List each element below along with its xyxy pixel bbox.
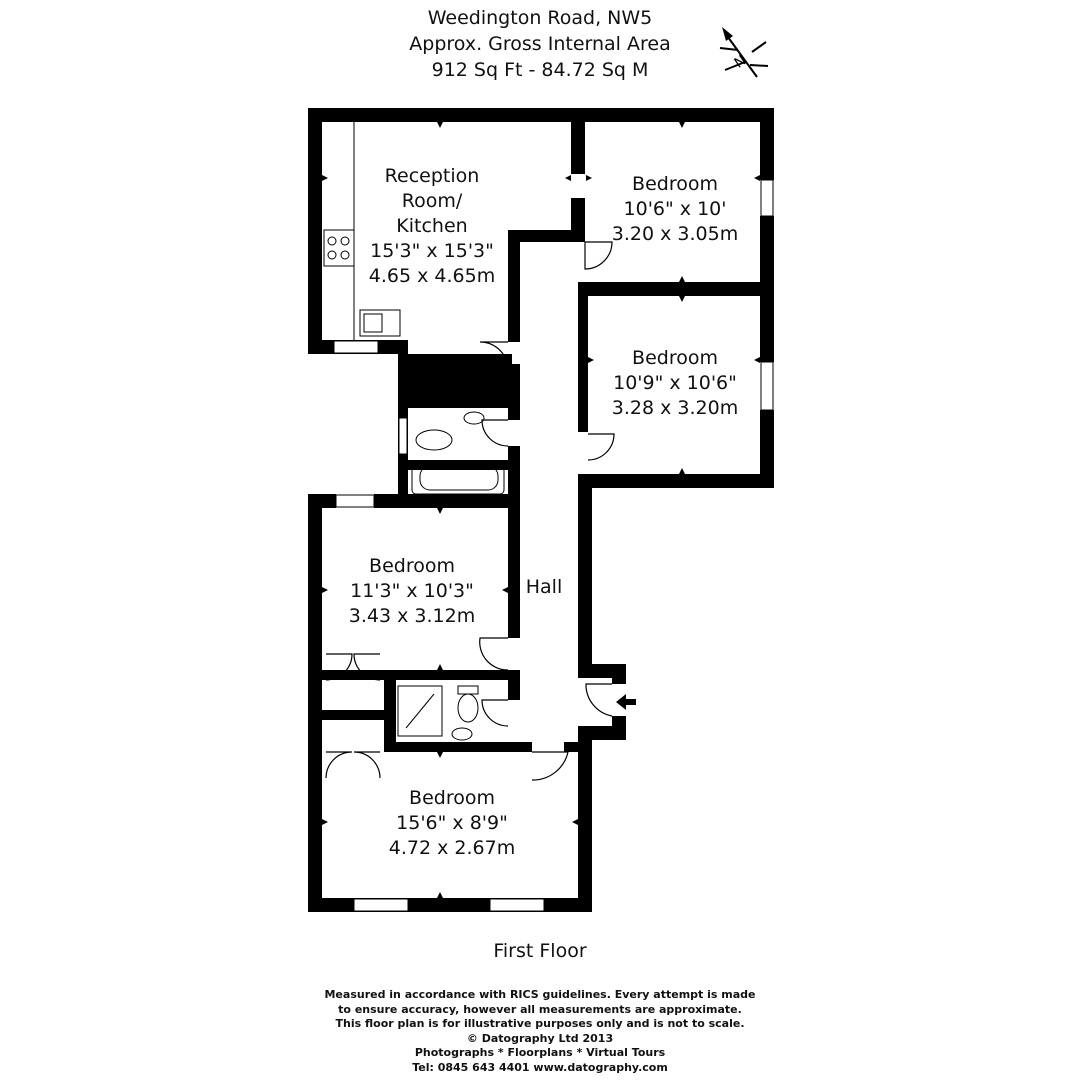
room-label-bedroom-1: Bedroom 10'6" x 10' 3.20 x 3.05m [592,172,758,247]
bedroom4-metric: 4.72 x 2.67m [388,837,516,859]
footer-line-1: Measured in accordance with RICS guideli… [324,988,756,1001]
bedroom4-imperial: 15'6" x 8'9" [396,812,508,834]
area-label: Approx. Gross Internal Area [409,33,671,55]
toilet-icon [415,429,453,451]
basin-icon [463,411,485,425]
bedroom3-imperial: 11'3" x 10'3" [350,580,474,602]
footer-line-6: Tel: 0845 643 4401 www.datography.com [412,1060,668,1074]
windows [333,179,774,912]
kitchen-fittings [323,122,401,340]
bedroom1-name: Bedroom [632,173,718,195]
basin-icon-2 [451,727,473,741]
disclaimer-footer: Measured in accordance with RICS guideli… [0,988,1080,1075]
bedroom3-name: Bedroom [369,555,455,577]
address-title: Weedington Road, NW5 [427,7,653,29]
measure-ticks [322,122,760,898]
bedroom1-metric: 3.20 x 3.05m [611,223,739,245]
bedroom3-metric: 3.43 x 3.12m [348,605,476,627]
footer-line-3: This floor plan is for illustrative purp… [335,1017,745,1030]
bedroom4-name: Bedroom [409,787,495,809]
footer-line-2: to ensure accuracy, however all measurem… [338,1002,742,1016]
reception-imperial: 15'3" x 15'3" [370,240,494,262]
floor-label: First Floor [493,940,587,962]
reception-name-1: Reception [384,165,480,187]
compass-letter: N [732,53,750,72]
room-label-bedroom-2: Bedroom 10'9" x 10'6" 3.28 x 3.20m [592,346,758,421]
shower-icon [397,685,443,737]
reception-metric: 4.65 x 4.65m [368,265,496,287]
interior-walls [322,122,774,752]
bedroom2-imperial: 10'9" x 10'6" [613,372,737,394]
room-label-reception: Reception Room/ Kitchen 15'3" x 15'3" 4.… [352,164,512,289]
reception-name-2: Room/ [401,190,463,212]
footer-line-5: Photographs * Floorplans * Virtual Tours [414,1046,666,1059]
bedroom2-metric: 3.28 x 3.20m [611,397,739,419]
entrance-arrow-icon [616,694,636,710]
bedroom1-imperial: 10'6" x 10' [623,198,727,220]
reception-name-3: Kitchen [396,215,468,237]
north-arrow-icon: N [719,27,769,78]
bedroom2-name: Bedroom [632,347,718,369]
plan-header: Weedington Road, NW5 Approx. Gross Inter… [0,5,1080,83]
bathroom-fittings [397,411,505,741]
room-label-bedroom-4: Bedroom 15'6" x 8'9" 4.72 x 2.67m [352,786,552,861]
hall-name: Hall [525,576,563,598]
room-label-bedroom-3: Bedroom 11'3" x 10'3" 3.43 x 3.12m [322,554,502,629]
area-value: 912 Sq Ft - 84.72 Sq M [431,59,649,81]
toilet-icon-2 [457,693,479,723]
footer-line-4: © Datography Ltd 2013 [466,1031,614,1045]
door-swings [325,241,615,781]
bath-icon [411,461,505,495]
hob-icon [323,229,355,267]
sink-icon [359,309,401,337]
room-label-hall: Hall [520,575,568,600]
